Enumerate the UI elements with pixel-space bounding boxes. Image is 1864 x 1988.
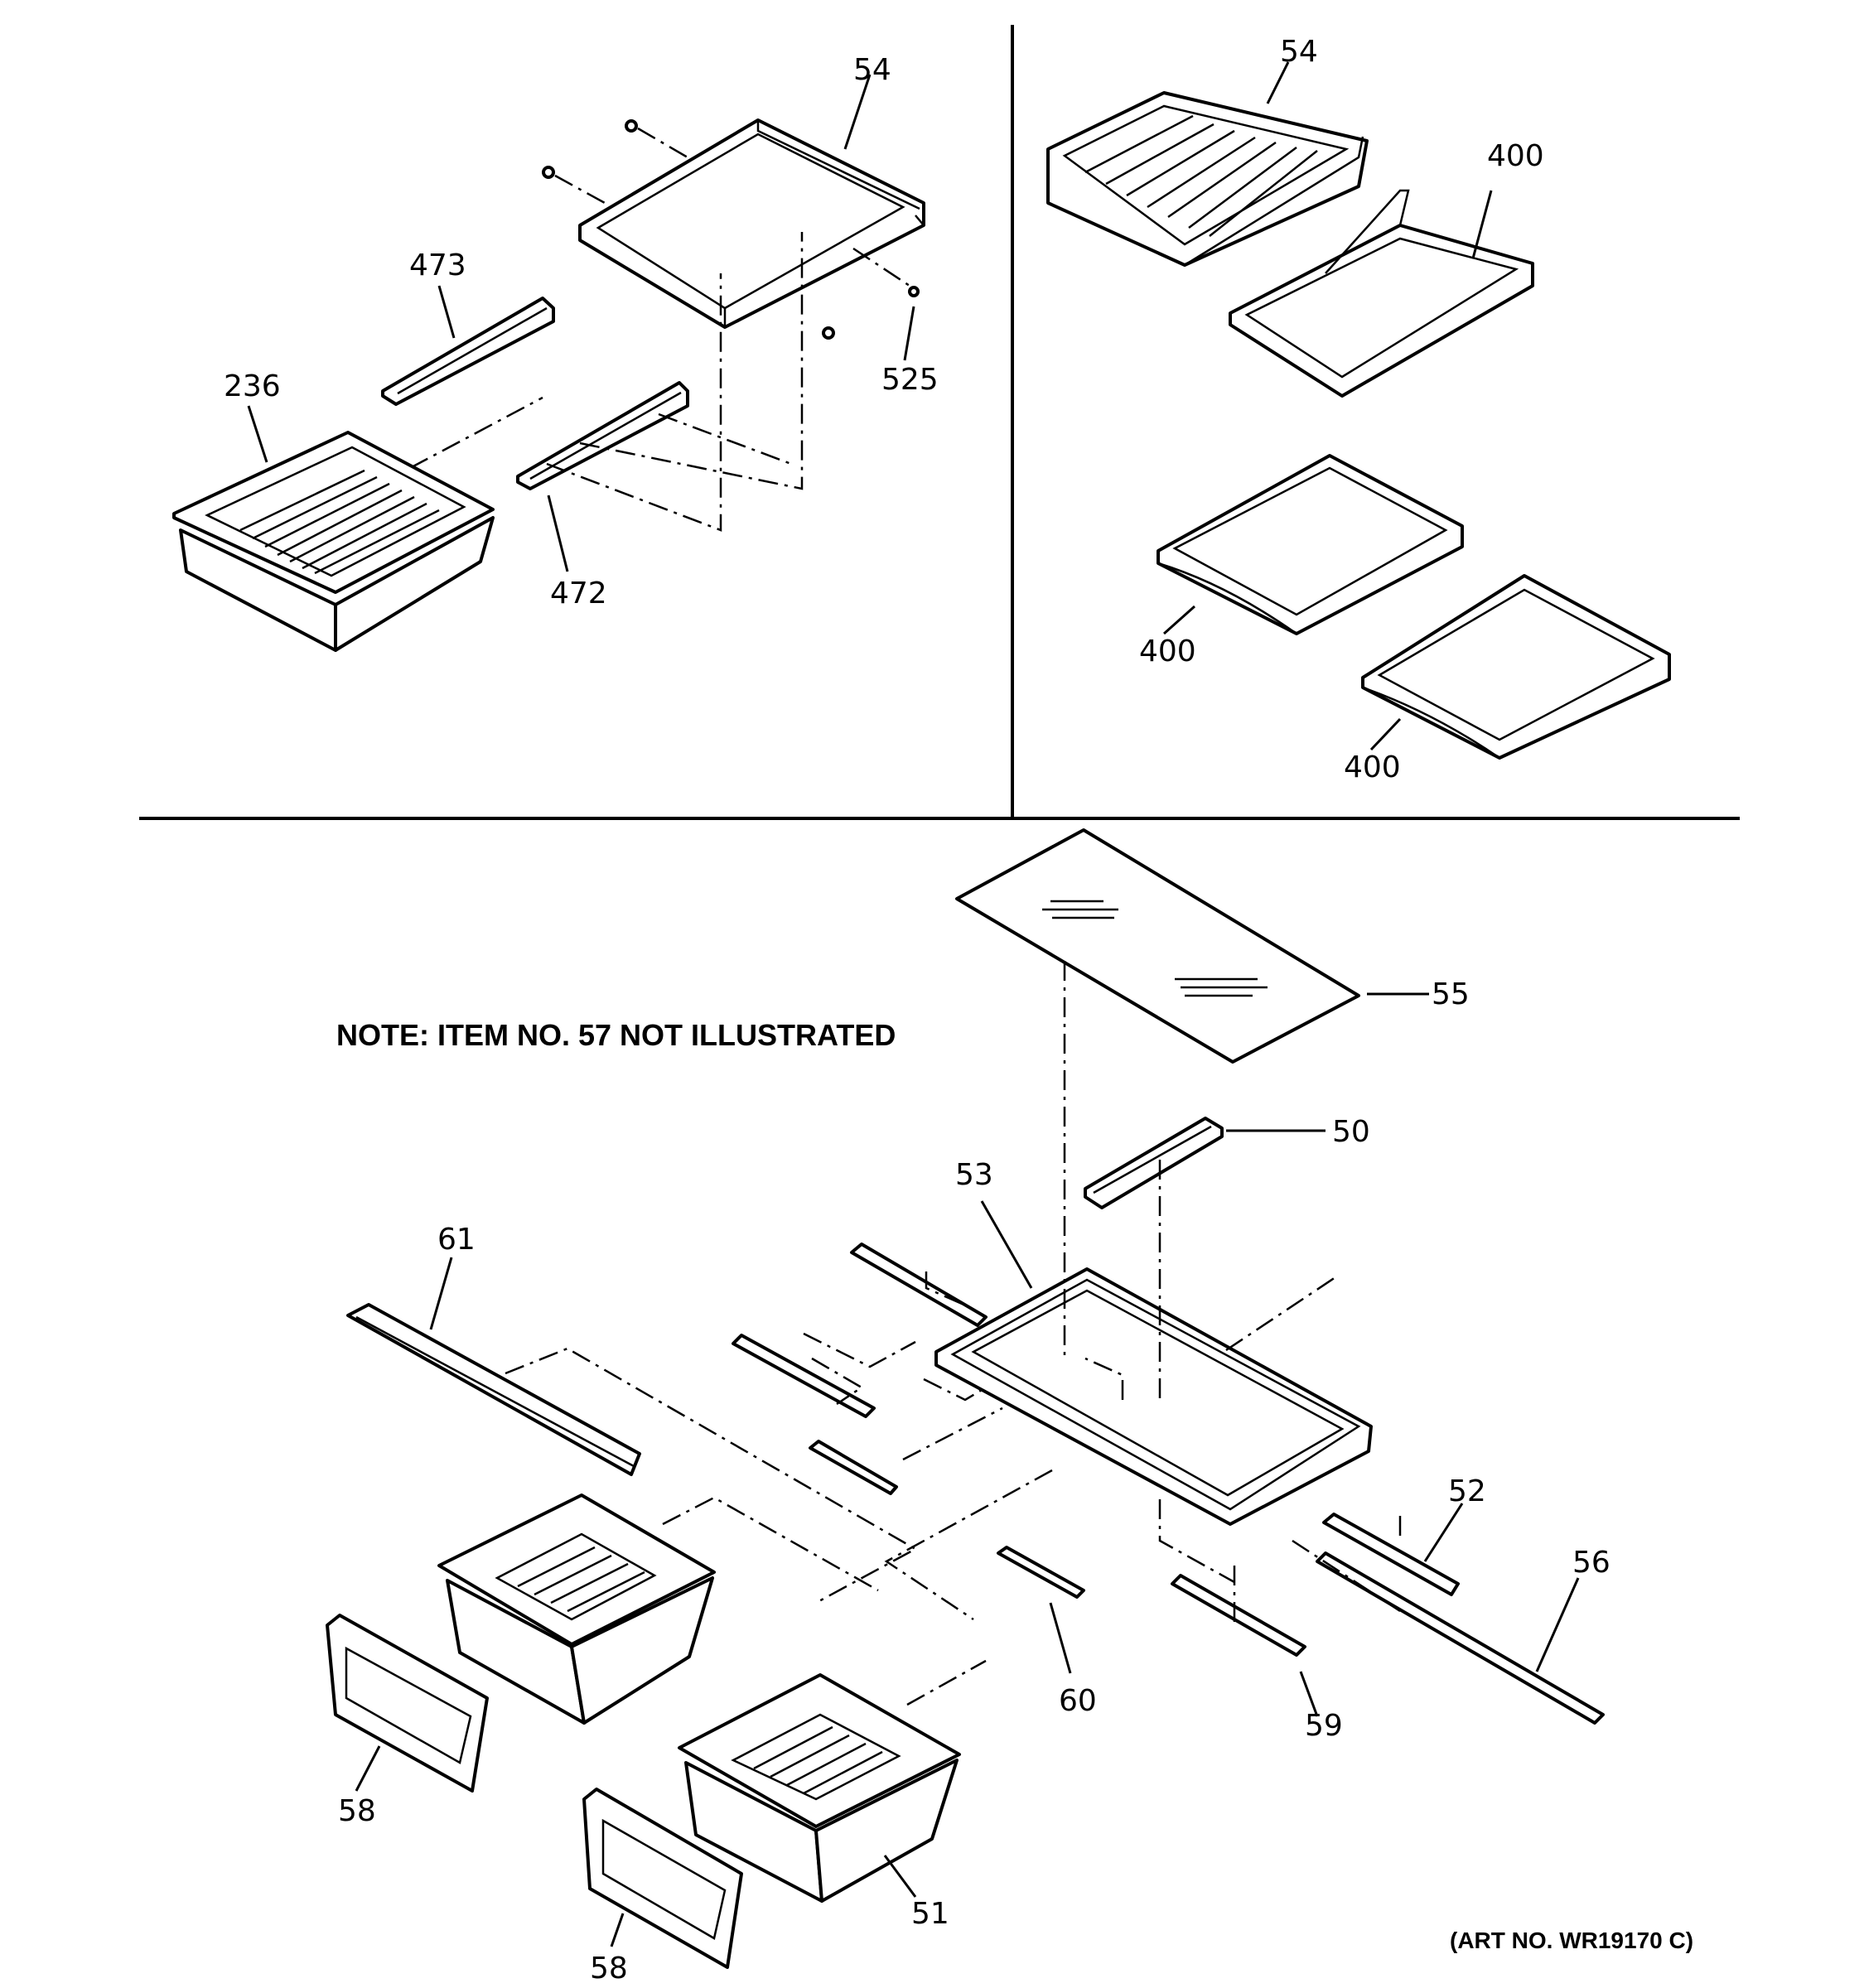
label-56: 56 (1572, 1546, 1610, 1580)
label-54-top-right: 54 (1280, 35, 1318, 69)
label-400-b: 400 (1139, 635, 1196, 668)
label-61: 61 (437, 1223, 476, 1257)
part-drawer-front-58-upper (326, 1614, 489, 1793)
label-58-upper: 58 (338, 1794, 376, 1828)
label-51: 51 (911, 1897, 949, 1931)
label-58-lower: 58 (590, 1952, 628, 1986)
label-52: 52 (1448, 1474, 1486, 1508)
part-crisper-drawer-upper (437, 1493, 716, 1725)
part-trim-56 (1316, 1551, 1605, 1725)
label-236: 236 (224, 369, 281, 403)
art-number: (ART NO. WR19170 C) (1450, 1928, 1693, 1953)
part-trim-59 (1171, 1574, 1319, 1717)
label-525: 525 (881, 363, 939, 397)
part-trim-52 (1322, 1503, 1464, 1596)
part-screws (542, 119, 920, 361)
label-53: 53 (955, 1158, 993, 1192)
part-shelf-54-top-left (578, 74, 925, 329)
part-trim-61 (346, 1257, 641, 1476)
part-trim-50 (1084, 1117, 1326, 1209)
note-item-57: NOTE: ITEM NO. 57 NOT ILLUSTRATED (336, 1018, 896, 1052)
part-glass-55 (955, 828, 1429, 1064)
assembly-lines-bottom (505, 961, 1402, 1706)
part-shelf-400-b (1157, 454, 1464, 635)
label-400-c: 400 (1344, 750, 1401, 784)
label-54-top-left: 54 (853, 53, 891, 87)
label-50: 50 (1332, 1115, 1370, 1149)
label-55: 55 (1432, 977, 1470, 1011)
label-472: 472 (550, 577, 607, 610)
part-rail-473 (381, 285, 555, 406)
part-clip-60 (997, 1546, 1085, 1674)
assembly-lines-top-left (409, 232, 804, 532)
label-473: 473 (409, 248, 466, 282)
label-400-a: 400 (1487, 139, 1544, 173)
label-60: 60 (1059, 1684, 1097, 1718)
part-frame-53 (934, 1200, 1373, 1526)
part-clip-small (809, 1440, 898, 1495)
part-drawer-236 (172, 405, 495, 652)
part-crisper-drawer-51 (678, 1673, 961, 1903)
part-shelf-54-top-right (1046, 61, 1369, 267)
part-shelf-400-c (1361, 574, 1671, 760)
part-rail-472 (516, 381, 689, 572)
part-shelf-400-a (1229, 189, 1534, 398)
label-59: 59 (1305, 1709, 1343, 1743)
part-rail-strip (732, 1242, 988, 1418)
part-drawer-front-58-lower (582, 1788, 743, 1969)
